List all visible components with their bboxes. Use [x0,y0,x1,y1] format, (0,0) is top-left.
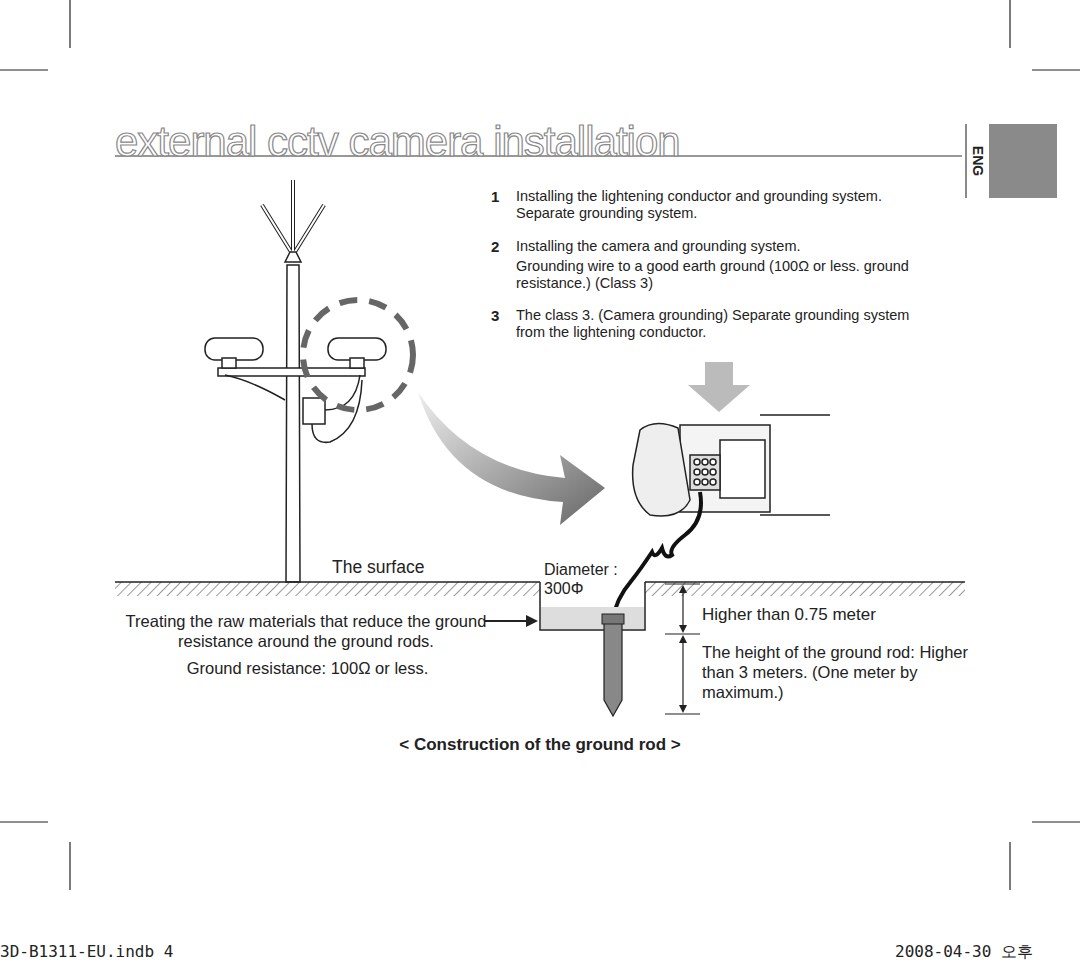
highlight-circle [303,300,413,410]
pole [205,180,386,582]
step-text: Grounding wire to a good earth ground (1… [516,258,956,293]
language-label: ENG [970,146,986,176]
page-title: external cctv camera installation [115,118,680,166]
depth-label: Higher than 0.75 meter [702,605,962,625]
tab-label-box: ENG [967,124,989,198]
print-date: 2008-04-30 오후 [895,942,1080,961]
zoom-arrow [418,392,605,525]
figure-caption: < Construction of the ground rod > [330,735,750,755]
crop-marks [0,0,1080,890]
language-tab: ENG [965,124,1057,198]
diameter-label: Diameter : 300Φ [544,560,644,598]
step-number: 3 [491,307,511,325]
rod-height-label: The height of the ground rod: Higher tha… [702,643,972,702]
file-name: 3D-B1311-EU.indb 4 [0,942,260,961]
resistance-note: Ground resistance: 100Ω or less. [180,659,435,679]
step-text: The class 3. (Camera grounding) Separate… [516,307,936,342]
surface-label: The surface [332,557,472,578]
step-number: 1 [491,188,511,206]
step-text: Installing the camera and grounding syst… [516,238,936,255]
step-number: 2 [491,238,511,256]
down-arrow [688,362,750,412]
step-text: Installing the lightening conductor and … [516,188,936,223]
treatment-note: Treating the raw materials that reduce t… [120,612,492,652]
